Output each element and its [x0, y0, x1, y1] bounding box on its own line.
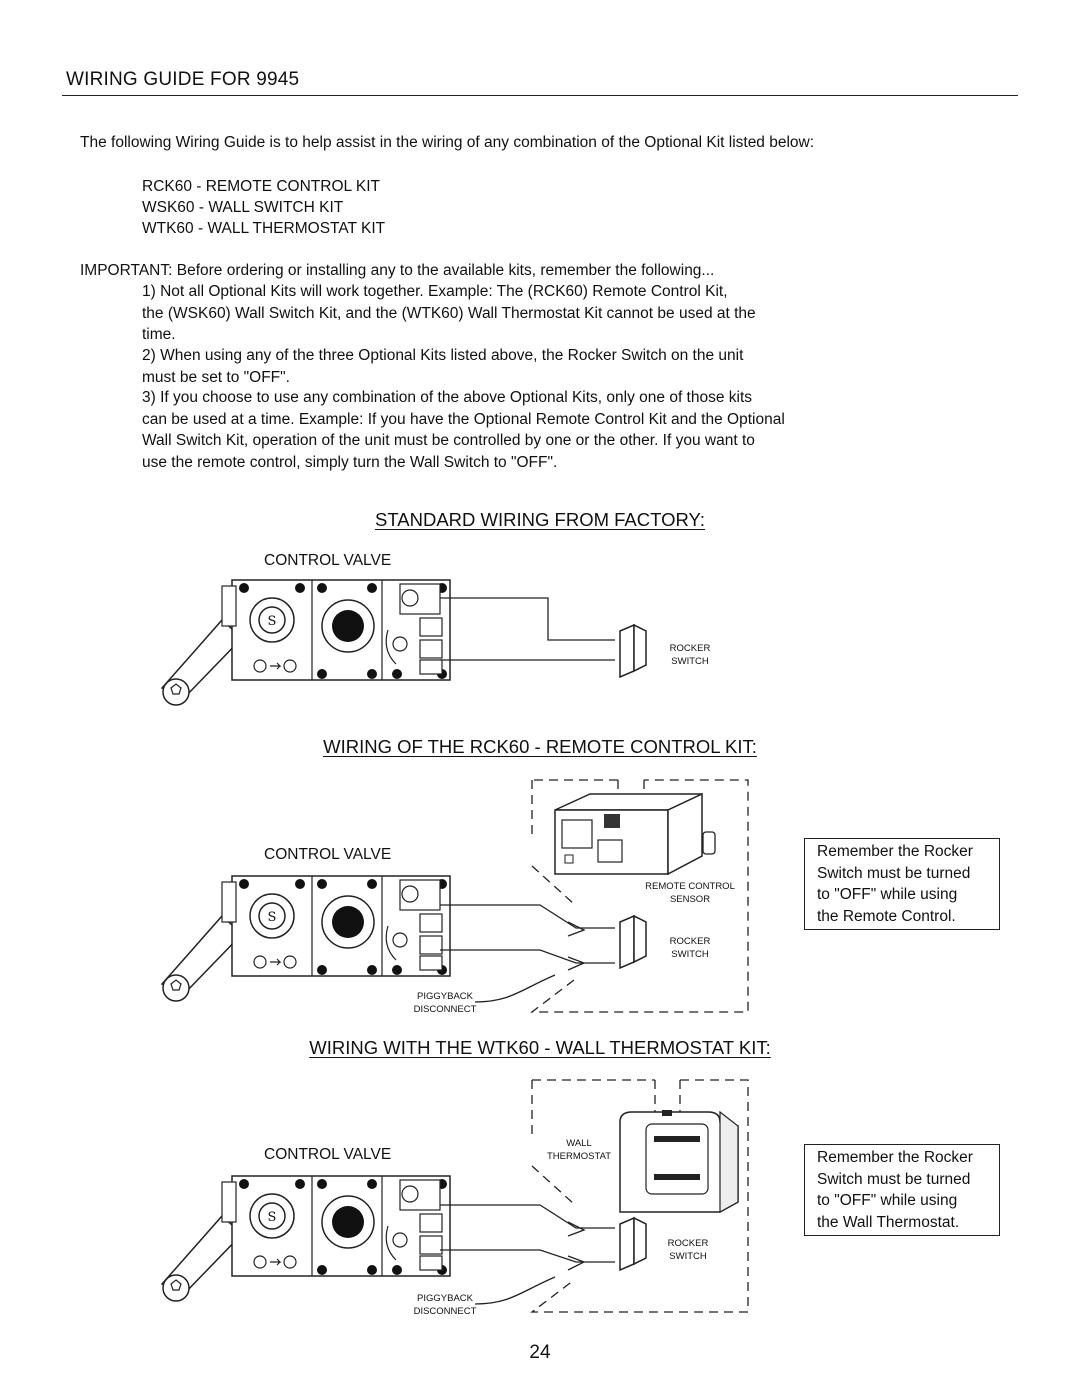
- label-disconnect-text-1: DISCONNECT: [413, 1004, 477, 1015]
- note-3-line-3: Wall Switch Kit, operation of the unit m…: [142, 432, 755, 449]
- label-remote-control: REMOTE CONTROL: [645, 881, 735, 892]
- control-valve-remote: [161, 875, 451, 1002]
- page-title: WIRING GUIDE FOR 9945: [66, 69, 300, 90]
- rocker-switch-thermostat: [619, 1217, 647, 1271]
- rocker-switch-remote: [619, 915, 647, 969]
- note-3-line-1: 3) If you choose to use any combination …: [142, 389, 753, 406]
- label-control-valve-2: CONTROL VALVE: [264, 846, 392, 863]
- label-rocker-switch-1: ROCKER SWITCH: [660, 642, 720, 668]
- note-2: 2) When using any of the three Optional …: [142, 345, 902, 388]
- label-piggyback-text-2: PIGGYBACK: [417, 1293, 473, 1304]
- label-rocker-3: ROCKER: [667, 1238, 709, 1249]
- label-piggyback-2: PIGGYBACK DISCONNECT: [405, 1292, 485, 1318]
- reminder-box-thermostat: Remember the Rocker Switch must be turne…: [804, 1144, 1000, 1236]
- kit-item-wsk60: WSK60 - WALL SWITCH KIT: [142, 199, 344, 216]
- kit-list: RCK60 - REMOTE CONTROL KIT WSK60 - WALL …: [142, 176, 385, 239]
- heading-thermostat-kit: WIRING WITH THE WTK60 - WALL THERMOSTAT …: [309, 1037, 771, 1058]
- reminder-remote-line-1: Remember the Rocker: [817, 843, 973, 860]
- label-remote-sensor: REMOTE CONTROL SENSOR: [640, 880, 740, 906]
- label-switch-1: SWITCH: [671, 656, 709, 667]
- note-1-line-1: 1) Not all Optional Kits will work toget…: [142, 283, 728, 300]
- note-1: 1) Not all Optional Kits will work toget…: [142, 281, 902, 346]
- control-valve-thermostat: [161, 1175, 451, 1302]
- intro-text: The following Wiring Guide is to help as…: [80, 134, 815, 151]
- title-divider: [62, 95, 1018, 96]
- label-rocker-2: ROCKER: [669, 936, 711, 947]
- heading-remote-kit: WIRING OF THE RCK60 - REMOTE CONTROL KIT…: [323, 736, 757, 757]
- reminder-box-remote: Remember the Rocker Switch must be turne…: [804, 838, 1000, 930]
- heading-standard-wiring: STANDARD WIRING FROM FACTORY:: [375, 509, 705, 530]
- note-1-line-3: time.: [142, 326, 176, 343]
- reminder-thermostat-line-4: the Wall Thermostat.: [817, 1213, 960, 1231]
- label-wall-thermostat: WALL THERMOSTAT: [540, 1137, 618, 1163]
- page-number: 24: [529, 1342, 551, 1363]
- label-sensor: SENSOR: [669, 894, 711, 905]
- wall-thermostat: [619, 1110, 739, 1214]
- reminder-remote-line-3: to "OFF" while using: [817, 886, 958, 903]
- label-control-valve-1: CONTROL VALVE: [264, 552, 392, 569]
- label-rocker-1: ROCKER: [669, 643, 711, 654]
- kit-item-rck60: RCK60 - REMOTE CONTROL KIT: [142, 178, 380, 195]
- label-rocker-switch-3: ROCKER SWITCH: [658, 1237, 718, 1263]
- note-1-line-2: the (WSK60) Wall Switch Kit, and the (WT…: [142, 304, 756, 322]
- reminder-remote-line-4: the Remote Control.: [817, 907, 956, 925]
- note-3: 3) If you choose to use any combination …: [142, 387, 902, 473]
- reminder-thermostat-line-3: to "OFF" while using: [817, 1192, 958, 1209]
- label-switch-2: SWITCH: [671, 949, 709, 960]
- important-text: IMPORTANT: Before ordering or installing…: [80, 262, 715, 279]
- note-3-line-2: can be used at a time. Example: If you h…: [142, 410, 785, 428]
- reminder-remote-line-2: Switch must be turned: [817, 864, 971, 882]
- remote-control-sensor: [554, 792, 716, 876]
- label-control-valve-3: CONTROL VALVE: [264, 1146, 392, 1163]
- label-piggyback-1: PIGGYBACK DISCONNECT: [405, 990, 485, 1016]
- kit-item-wtk60: WTK60 - WALL THERMOSTAT KIT: [142, 220, 386, 237]
- label-piggyback-text-1: PIGGYBACK: [417, 991, 473, 1002]
- label-disconnect-text-2: DISCONNECT: [413, 1306, 477, 1317]
- label-rocker-switch-2: ROCKER SWITCH: [660, 935, 720, 961]
- note-2-line-1: 2) When using any of the three Optional …: [142, 347, 744, 364]
- reminder-thermostat-line-2: Switch must be turned: [817, 1170, 971, 1188]
- reminder-thermostat-line-1: Remember the Rocker: [817, 1149, 973, 1166]
- rocker-switch-standard: [619, 624, 647, 678]
- note-3-line-4: use the remote control, simply turn the …: [142, 453, 558, 471]
- label-thermostat: THERMOSTAT: [546, 1151, 612, 1162]
- note-2-line-2: must be set to "OFF".: [142, 368, 290, 386]
- label-wall: WALL: [566, 1138, 592, 1149]
- label-switch-3: SWITCH: [669, 1251, 707, 1262]
- control-valve-standard: [161, 579, 451, 706]
